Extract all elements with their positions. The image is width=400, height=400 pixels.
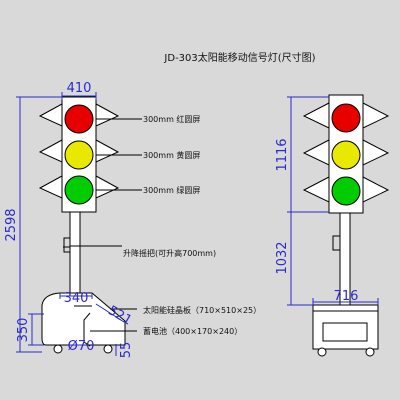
front-pole [69,204,81,294]
dim-panel-width: 340 [64,291,89,306]
dim-side-pole-height: 1032 [275,241,290,274]
side-green-lamp [331,176,361,206]
dim-wheel-diameter: Ø70 [68,339,95,354]
battery-compartment [322,322,368,342]
dim-wheel-offset: 55 [119,342,134,359]
side-wheel [317,347,327,357]
side-dimensions: 1116 1032 716 [275,96,379,306]
front-red-lamp [64,104,94,134]
side-crank-handle [332,235,340,251]
front-wheel [103,344,113,354]
battery-label: 蓄电池（400×170×240） [143,326,242,336]
side-wheel [365,347,375,357]
dim-total-height: 2598 [4,208,19,241]
front-wheel [53,344,63,354]
front-dimensions: 410 2598 340 521 350 Ø70 55 [4,81,134,358]
front-green-lamp [64,175,94,205]
front-yellow-lamp [64,140,94,170]
side-red-lamp [331,103,361,133]
red-lamp-label: 300mm 红圆屏 [143,114,200,124]
yellow-lamp-label: 300mm 黄圆屏 [143,150,200,160]
side-visors [302,102,390,203]
solar-panel-label: 太阳能硅晶板（710×510×25） [143,305,261,315]
side-view [302,94,390,357]
crank-label: 升降摇把(可升高700mm) [123,248,216,258]
green-lamp-label: 300mm 绿圆屏 [143,186,200,195]
dim-side-head-height: 1116 [275,138,290,171]
dim-side-base-width: 716 [334,289,359,304]
crank-handle [63,237,70,253]
front-base [41,292,126,346]
side-yellow-lamp [331,140,361,170]
front-view [38,96,126,354]
leader-lines [70,118,142,332]
side-panel-edge [312,304,379,312]
dim-base-height: 350 [16,318,31,343]
visors [38,103,120,199]
dim-head-width: 410 [67,81,92,96]
drawing-title: JD-303太阳能移动信号灯(尺寸图) [163,51,315,64]
